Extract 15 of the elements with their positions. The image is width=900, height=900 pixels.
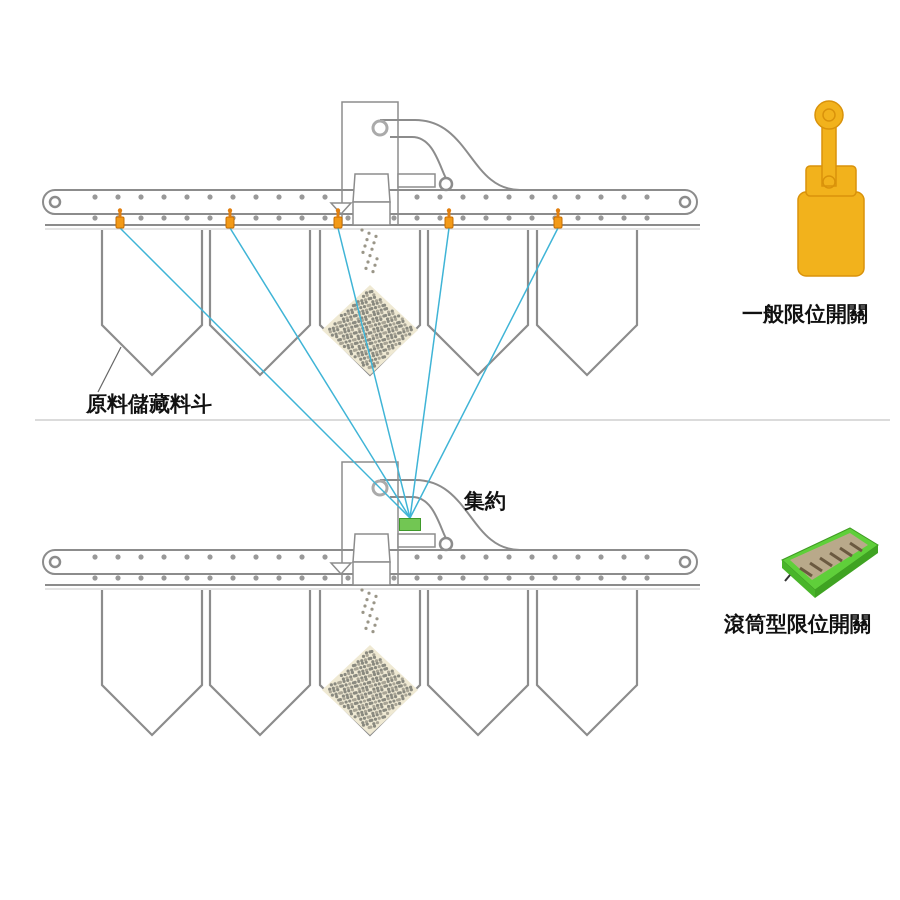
signal-line	[229, 228, 411, 518]
limit-switch-icon	[225, 208, 235, 228]
limit-switch-icon	[553, 208, 563, 228]
box-caption: 集約	[464, 488, 506, 515]
limit-switch-icon	[333, 208, 343, 228]
leader-line	[97, 346, 122, 392]
signal-line	[409, 228, 450, 518]
part-label: 原料儲藏料斗	[86, 390, 236, 418]
caption: 一般限位開關	[742, 301, 868, 328]
limit-switch-icon	[444, 208, 454, 228]
caption: 滾筒型限位開關	[724, 611, 871, 638]
signal-line	[409, 228, 559, 518]
signal-line	[337, 228, 411, 518]
limit-switch-icon	[115, 208, 125, 228]
signal-line	[119, 227, 411, 519]
